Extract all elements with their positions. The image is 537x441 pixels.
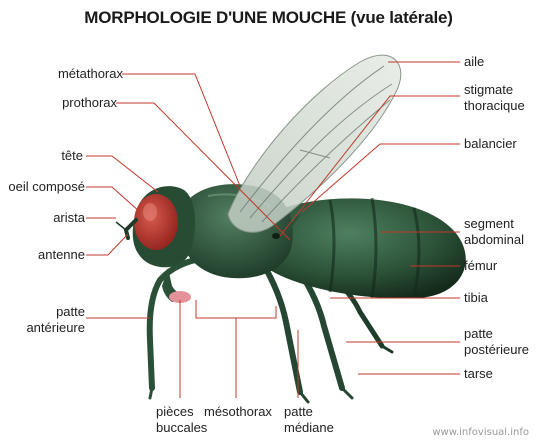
label-pieces-line1: pièces [156,404,207,420]
label-oeil-compose: oeil composé [8,179,85,195]
label-patte-anterieure: patte antérieure [26,304,85,336]
leader-antenne [86,234,128,255]
label-stigmate-thoracique: stigmate thoracique [464,82,525,114]
label-patte-mediane-line2: médiane [284,420,334,436]
watermark: www.infovisual.info [432,427,529,438]
thoracic-spiracle [272,233,280,239]
leader-mesothorax [196,300,276,398]
label-segment-line1: segment [464,216,524,232]
label-stigmate-line2: thoracique [464,98,525,114]
label-patte-posterieure-line1: patte [464,326,529,342]
label-balancier: balancier [464,136,517,152]
label-stigmate-line1: stigmate [464,82,525,98]
label-patte-posterieure: patte postérieure [464,326,529,358]
leg-anterior [150,258,206,398]
label-tarse: tarse [464,366,493,382]
arista [116,222,126,230]
label-prothorax: prothorax [62,95,117,111]
label-aile: aile [464,54,484,70]
label-femur: fémur [464,258,497,274]
label-metathorax: métathorax [58,66,123,82]
label-patte-mediane: patte médiane [284,404,334,436]
label-segment-abdominal: segment abdominal [464,216,524,248]
label-segment-line2: abdominal [464,232,524,248]
label-mesothorax: mésothorax [204,404,272,420]
label-tibia: tibia [464,290,488,306]
label-arista: arista [53,210,85,226]
label-patte-anterieure-line2: antérieure [26,320,85,336]
label-patte-anterieure-line1: patte [26,304,85,320]
label-patte-mediane-line1: patte [284,404,334,420]
leader-oeil [86,187,140,212]
label-antenne: antenne [38,247,85,263]
label-pieces-buccales: pièces buccales [156,404,207,436]
compound-eye [134,194,178,250]
label-patte-posterieure-line2: postérieure [464,342,529,358]
label-pieces-line2: buccales [156,420,207,436]
label-tete: tête [61,148,83,164]
